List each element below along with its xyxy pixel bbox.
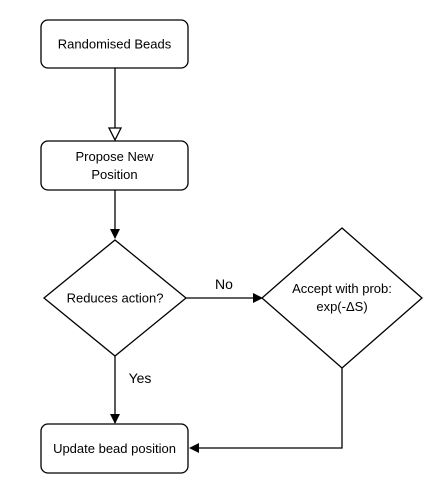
node-update-bead-position-label: Update bead position	[53, 441, 176, 456]
node-propose-new-position: Propose New Position	[40, 140, 189, 191]
edge-label-yes: Yes	[129, 370, 152, 386]
node-accept-with-prob-diamond	[261, 227, 423, 369]
node-randomised-beads-box	[40, 19, 189, 69]
node-propose-new-position-label-line2: Position	[91, 167, 137, 182]
node-reduces-action: Reduces action?	[42, 239, 188, 357]
node-update-bead-position: Update bead position	[40, 423, 189, 474]
node-randomised-beads-label: Randomised Beads	[58, 37, 172, 52]
node-propose-new-position-label-line1: Propose New	[75, 149, 154, 164]
edge-label-no: No	[215, 276, 233, 292]
node-update-bead-position-box	[40, 423, 189, 474]
edge-accept-to-update	[189, 368, 343, 453]
node-randomised-beads: Randomised Beads	[40, 19, 189, 69]
node-accept-with-prob: Accept with prob: exp(-ΔS)	[261, 227, 423, 369]
node-reduces-action-label: Reduces action?	[67, 291, 164, 306]
node-accept-with-prob-label-line1: Accept with prob:	[292, 281, 392, 296]
node-reduces-action-diamond	[42, 239, 188, 357]
node-propose-new-position-box	[40, 140, 189, 191]
node-accept-with-prob-label-line2: exp(-ΔS)	[316, 299, 367, 314]
